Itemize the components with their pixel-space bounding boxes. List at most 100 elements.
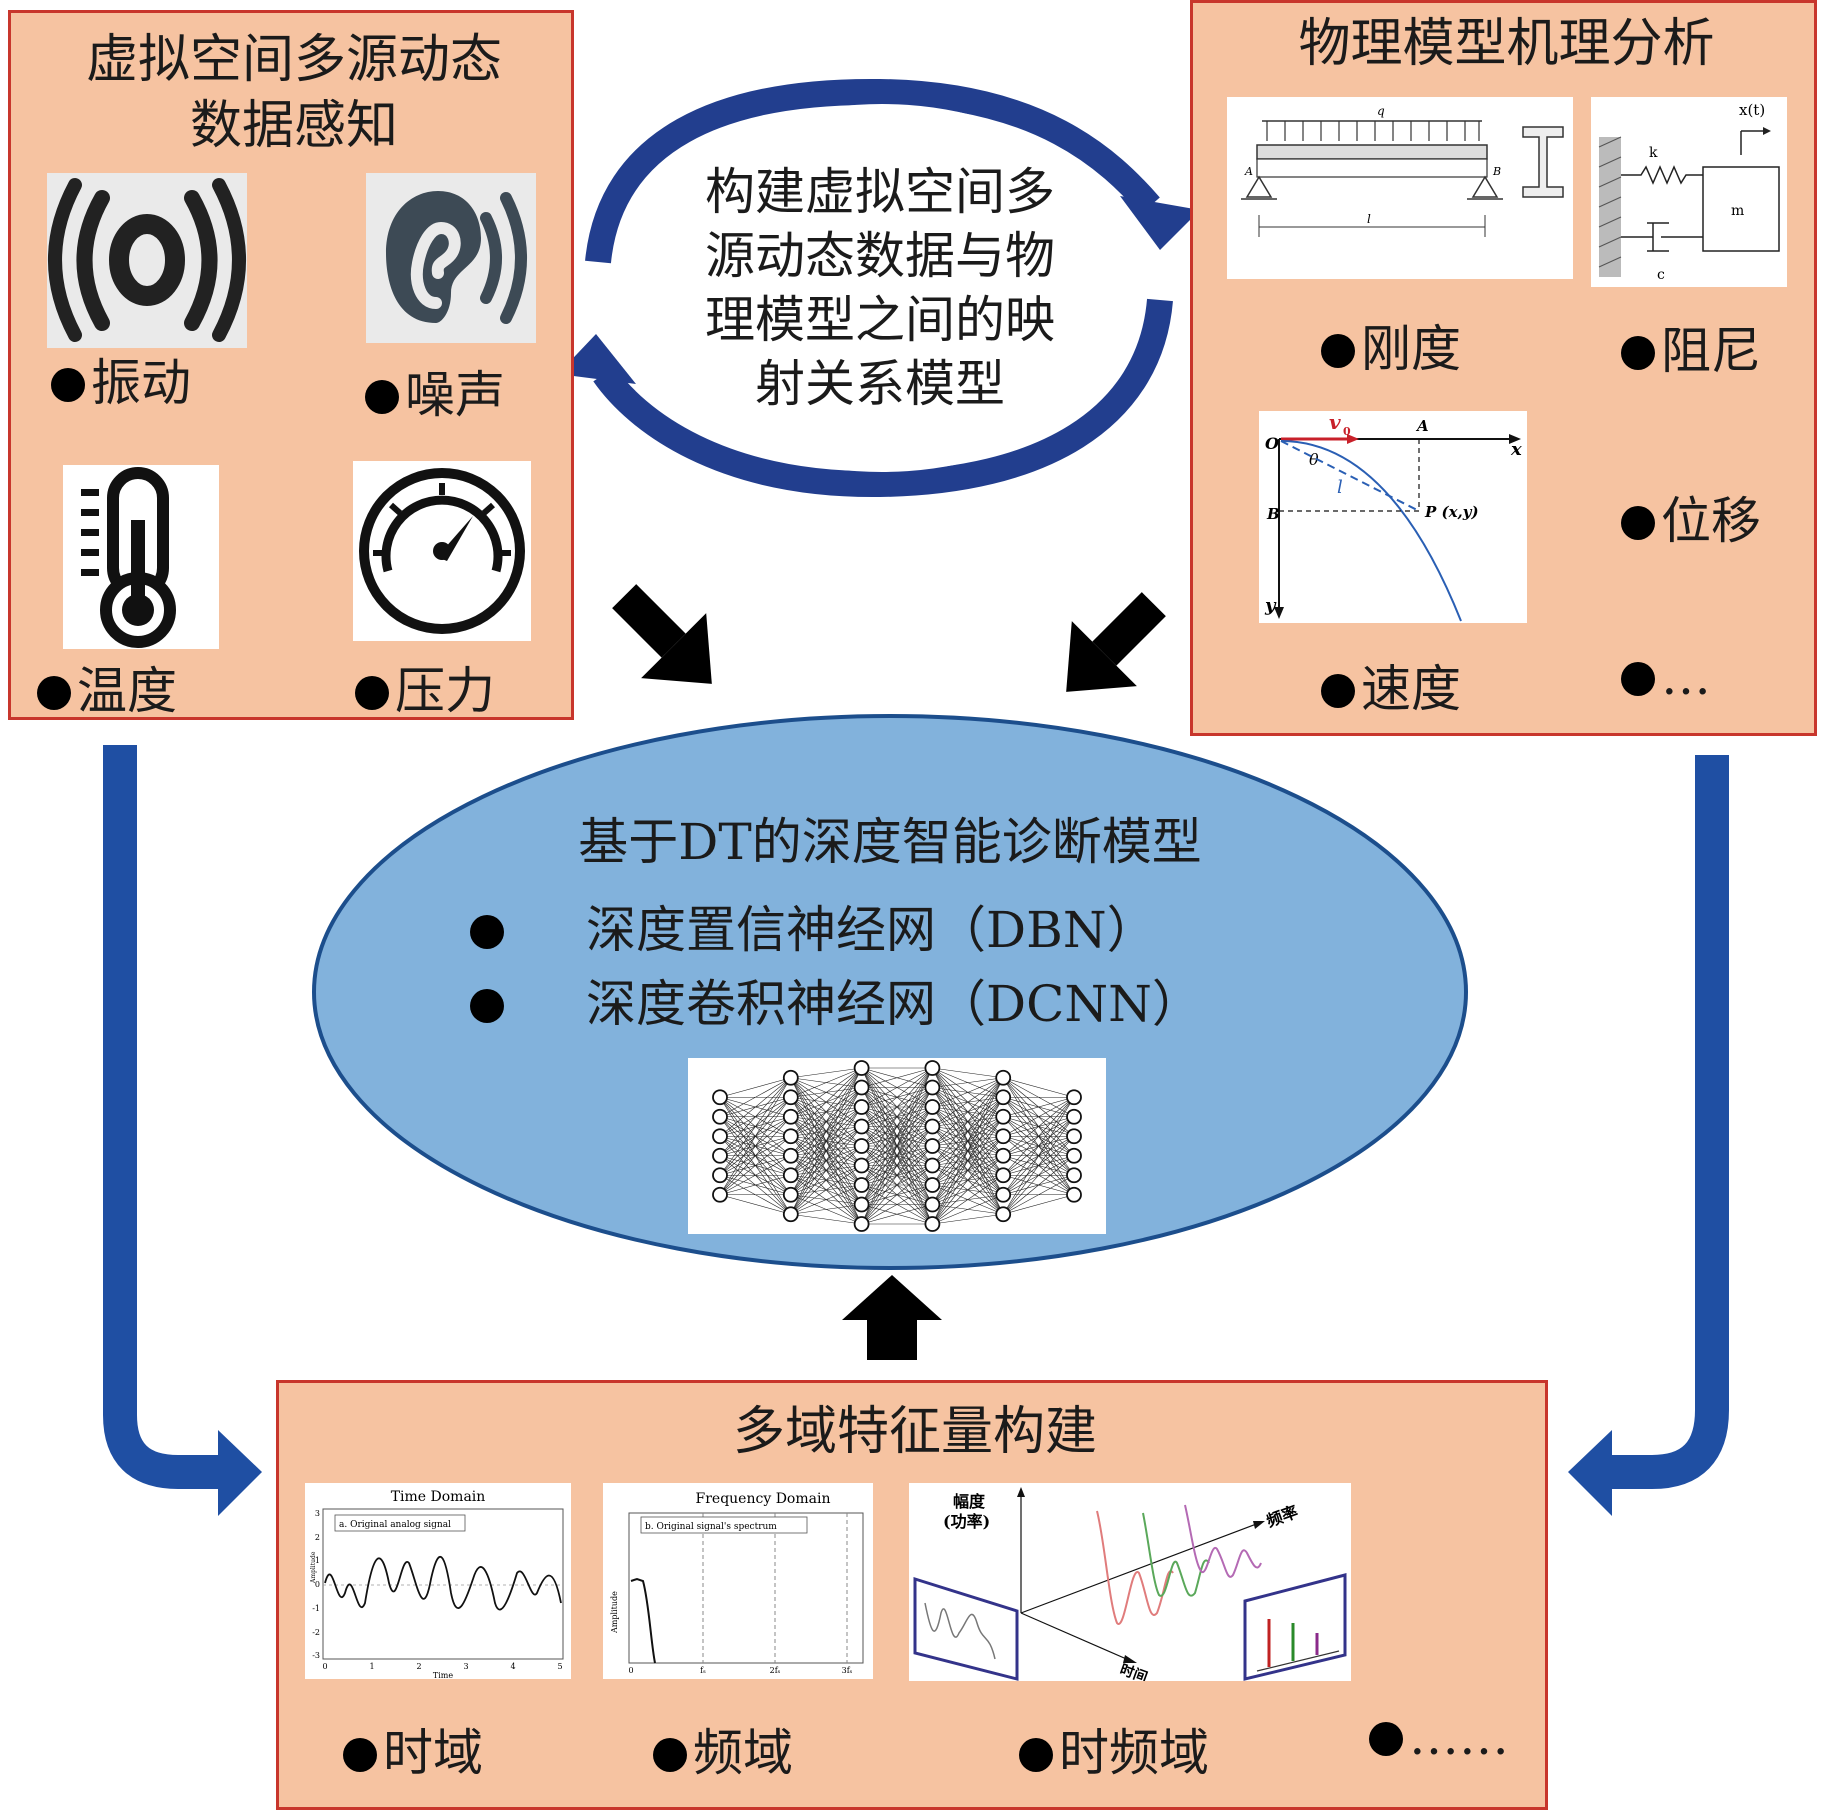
- svg-text:A: A: [1244, 165, 1253, 178]
- right-elbow-arrowhead: [1568, 1430, 1612, 1516]
- physics-panel-title: 物理模型机理分析: [1298, 14, 1715, 74]
- svg-text:m: m: [1731, 203, 1744, 219]
- neural-network-diagram: [688, 1058, 1106, 1234]
- nn-connection: [790, 1067, 862, 1079]
- nn-neuron: [782, 1147, 799, 1164]
- nn-connection: [719, 1077, 792, 1176]
- nn-connection: [861, 1067, 933, 1108]
- displacement-label: 位移: [1621, 491, 1761, 551]
- svg-text:(功率): (功率): [943, 1512, 990, 1531]
- pressure-label: 压力: [355, 661, 495, 721]
- nn-connection: [719, 1077, 791, 1098]
- nn-neuron: [1066, 1147, 1082, 1164]
- nn-connection: [861, 1106, 933, 1225]
- more-label: …: [1621, 647, 1711, 707]
- nn-connection: [861, 1067, 933, 1225]
- nn-connection: [1003, 1097, 1075, 1156]
- nn-neuron: [1066, 1186, 1082, 1203]
- nn-neuron: [782, 1108, 799, 1125]
- nn-connection: [719, 1077, 792, 1195]
- nn-connection: [1002, 1136, 1075, 1215]
- vibration-icon: [47, 173, 247, 348]
- nn-connection: [1002, 1097, 1075, 1215]
- nn-connection: [1003, 1077, 1075, 1098]
- nn-connection: [861, 1067, 933, 1147]
- svg-text:fₛ: fₛ: [700, 1666, 706, 1675]
- nn-connection: [861, 1067, 933, 1127]
- nn-connection: [1003, 1096, 1075, 1137]
- damping-label: 阻尼: [1621, 321, 1761, 381]
- nn-neuron: [853, 1216, 870, 1232]
- svg-text:3fₛ: 3fₛ: [842, 1666, 853, 1675]
- nn-connection: [932, 1077, 1004, 1088]
- vibration-label: 振动: [51, 353, 191, 413]
- nn-neuron: [995, 1089, 1012, 1106]
- cycle-arrow-bottom: [593, 298, 1173, 498]
- svg-text:4: 4: [510, 1662, 515, 1671]
- nn-connection: [719, 1077, 792, 1156]
- nn-neuron: [853, 1118, 870, 1135]
- nn-connection: [932, 1077, 1004, 1108]
- svg-text:B: B: [1492, 165, 1501, 178]
- nn-neuron: [712, 1108, 728, 1125]
- nn-connection: [1002, 1097, 1075, 1176]
- nn-neuron: [995, 1167, 1012, 1184]
- thermometer-icon: [63, 465, 219, 649]
- nn-neuron: [853, 1099, 870, 1115]
- svg-text:q: q: [1377, 104, 1385, 118]
- nn-neuron: [853, 1079, 870, 1096]
- nn-neuron: [924, 1118, 941, 1135]
- nn-connection: [790, 1067, 862, 1137]
- nn-neuron: [995, 1186, 1012, 1203]
- nn-neuron: [853, 1196, 870, 1213]
- nn-neuron: [853, 1177, 870, 1193]
- nn-connection: [861, 1126, 933, 1225]
- svg-text:l: l: [1367, 212, 1371, 226]
- pressure-gauge-icon: [353, 461, 531, 641]
- nn-connection: [932, 1136, 1004, 1225]
- temperature-label: 温度: [37, 661, 177, 721]
- nn-connection: [861, 1204, 933, 1225]
- time-domain-chart: Time Domain a. Original analog signal 3 …: [305, 1483, 571, 1679]
- nn-connection: [790, 1213, 862, 1225]
- nn-connection: [932, 1077, 1004, 1166]
- svg-text:P (x,y): P (x,y): [1424, 503, 1479, 521]
- nn-connection: [861, 1165, 933, 1225]
- nn-connection: [932, 1194, 1004, 1225]
- nn-connection: [932, 1213, 1004, 1225]
- svg-text:a. Original analog signal: a. Original analog signal: [339, 1520, 451, 1530]
- svg-text:1: 1: [315, 1556, 320, 1565]
- nn-connection: [861, 1067, 933, 1166]
- nn-neuron: [924, 1157, 941, 1174]
- nn-connection: [790, 1165, 862, 1215]
- nn-neuron: [924, 1138, 941, 1154]
- svg-text:0: 0: [628, 1666, 633, 1675]
- nn-connection: [790, 1067, 862, 1195]
- feature-panel-title: 多域特征量构建: [732, 1402, 1097, 1462]
- stiffness-label: 刚度: [1321, 319, 1461, 379]
- svg-text:Time Domain: Time Domain: [391, 1489, 486, 1505]
- svg-text:时间: 时间: [1118, 1661, 1150, 1681]
- svg-text:Time: Time: [433, 1671, 453, 1679]
- nn-connection: [719, 1077, 791, 1137]
- nn-neuron: [1066, 1089, 1082, 1106]
- cycle-arrowhead-left: [558, 334, 636, 384]
- nn-neuron: [995, 1206, 1012, 1223]
- nn-connection: [790, 1204, 862, 1215]
- nn-connection: [719, 1174, 791, 1196]
- nn-neuron: [712, 1128, 728, 1145]
- nn-connection: [932, 1175, 1004, 1225]
- nn-neuron: [924, 1196, 941, 1213]
- svg-text:幅度: 幅度: [953, 1492, 986, 1511]
- nn-connection: [932, 1077, 1004, 1205]
- svg-text:-1: -1: [312, 1604, 320, 1613]
- more-domains-label: ……: [1369, 1707, 1509, 1767]
- nn-neuron: [924, 1079, 941, 1096]
- cycle-ellipse: [620, 104, 1144, 472]
- mapping-model-text: 构建虚拟空间多 源动态数据与物 理模型之间的映 射关系模型: [705, 163, 1055, 413]
- nn-neuron: [1066, 1167, 1082, 1184]
- right-elbow-arrow: [1608, 755, 1729, 1489]
- nn-connection: [932, 1155, 1004, 1225]
- nn-neuron: [995, 1069, 1012, 1086]
- black-arrow-down-right: [612, 584, 712, 684]
